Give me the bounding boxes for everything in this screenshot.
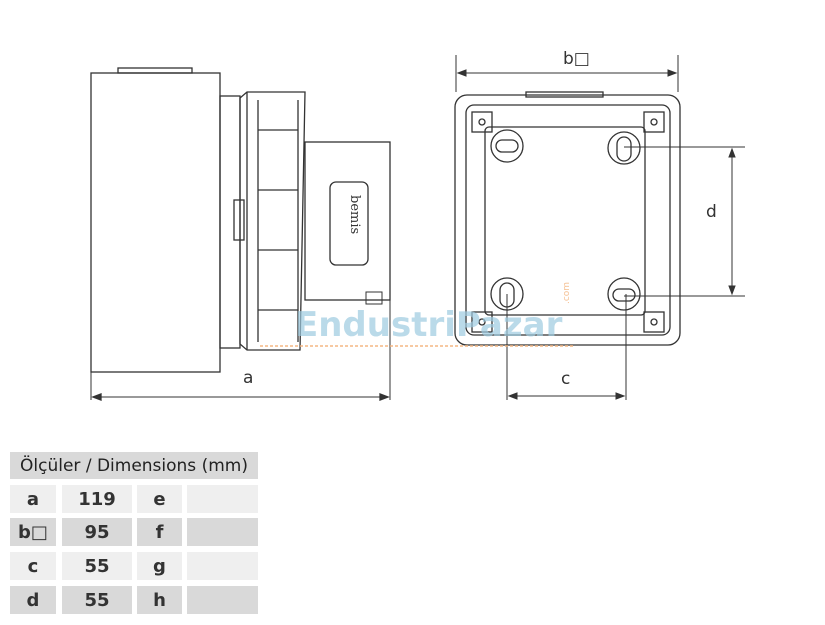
table-title: Ölçüler / Dimensions (mm) [10,452,258,479]
table-value [187,485,258,513]
table-key: c [10,552,56,580]
table-key: h [137,586,182,614]
dimension-d-label: d [706,202,717,222]
table-value: 119 [62,485,132,513]
table-value [187,586,258,614]
table-key: d [10,586,56,614]
table-value: 55 [62,552,132,580]
side-view [90,67,391,401]
dimension-b-label: b□ [563,49,590,69]
watermark-suffix: .com [562,281,573,305]
dimension-a-label: a [243,368,254,388]
table-value [187,518,258,546]
dimension-c-label: c [561,369,571,389]
table-value: 95 [62,518,132,546]
table-value: 55 [62,586,132,614]
table-value [187,552,258,580]
table-key: f [137,518,182,546]
watermark: EndustriPazar [295,305,563,345]
table-key: g [137,552,182,580]
brand-label: bemis [347,195,362,235]
table-key: b□ [10,518,56,546]
table-key: a [10,485,56,513]
front-view [454,55,745,400]
table-key: e [137,485,182,513]
